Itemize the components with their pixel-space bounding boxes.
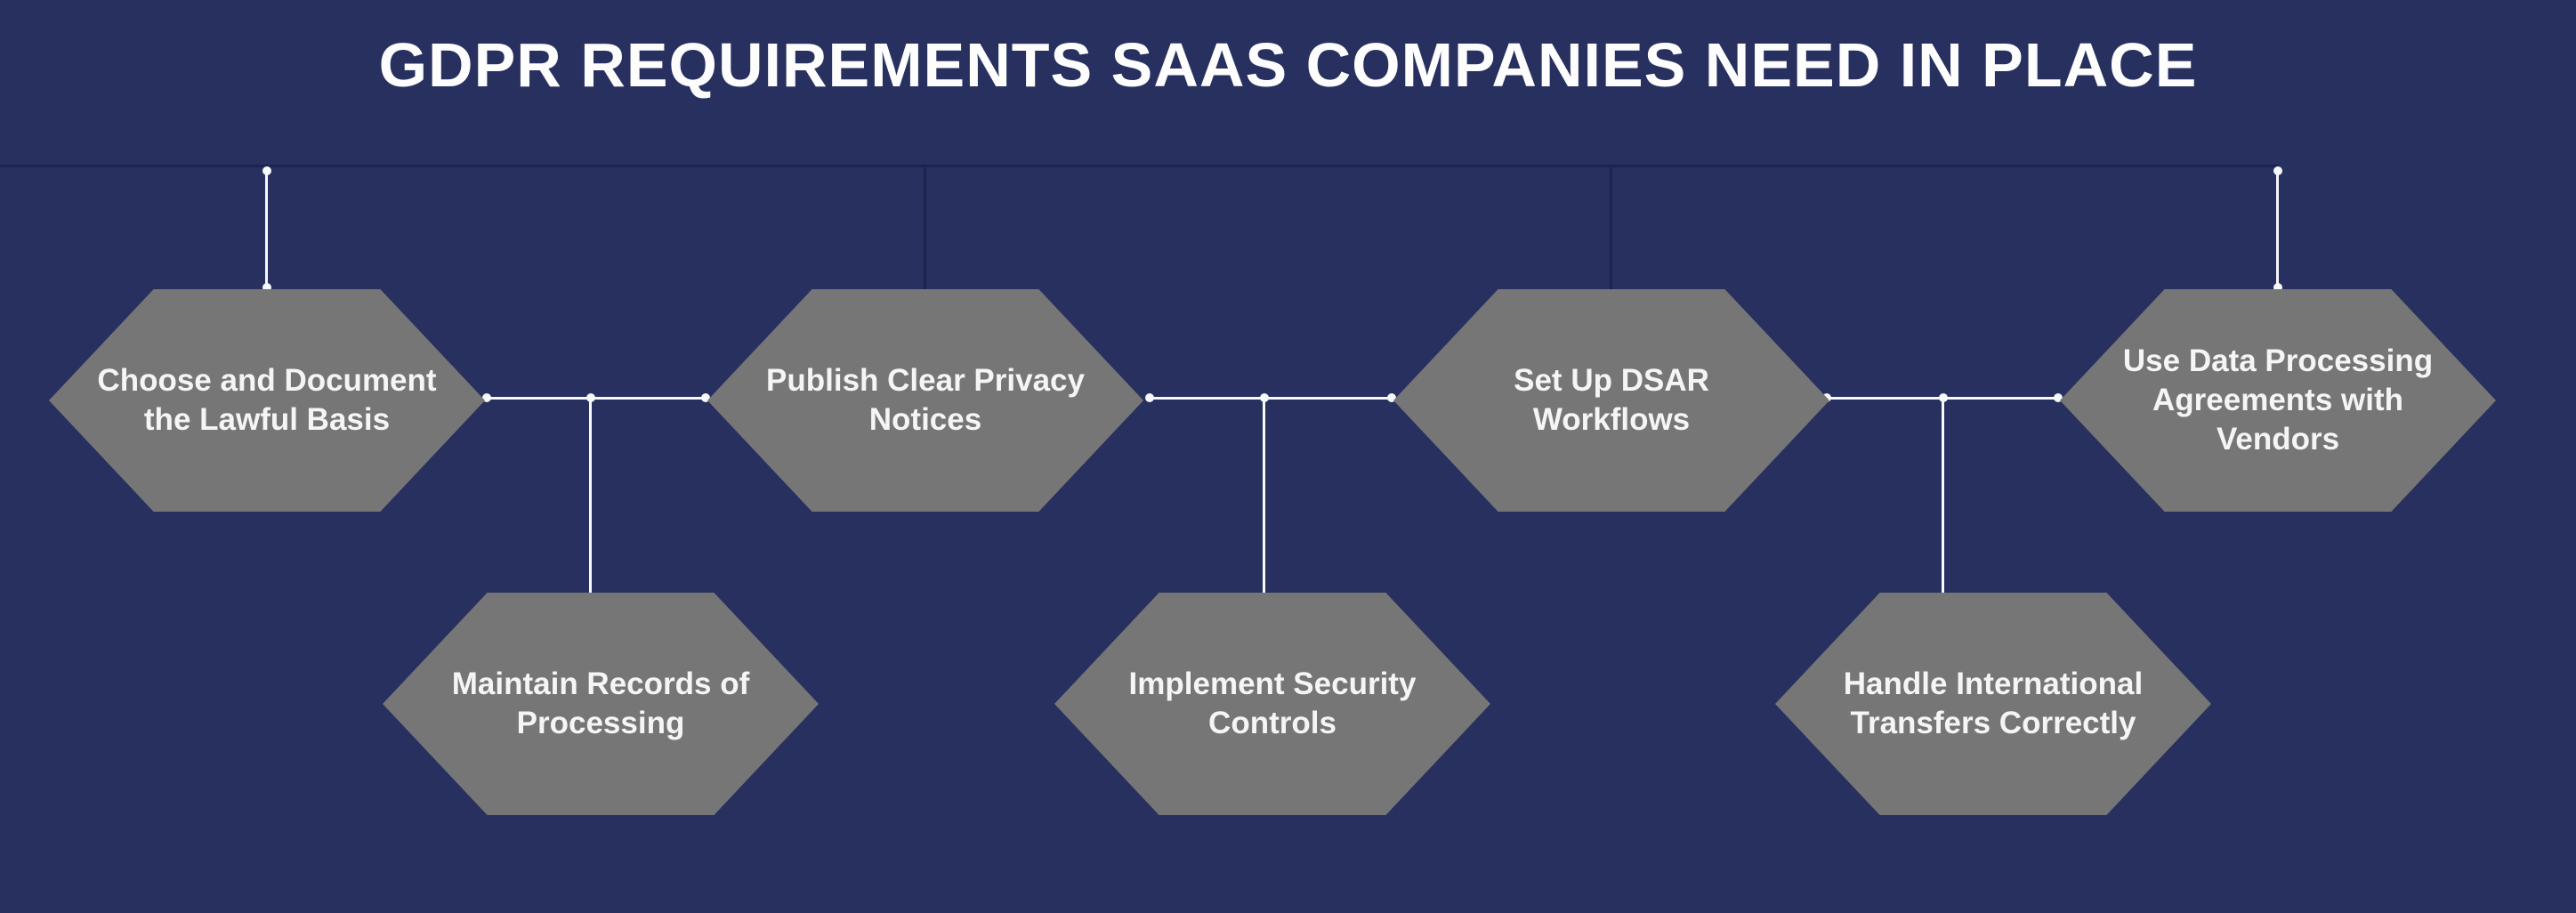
hexagon-records-of-processing: Maintain Records of Processing <box>383 593 819 815</box>
hexagon-privacy-notices: Publish Clear Privacy Notices <box>707 289 1143 512</box>
connector-dot <box>586 393 595 402</box>
drop-line-records-of-processing <box>589 399 592 593</box>
connector-dot <box>701 393 710 402</box>
dark-drop-line-privacy-notices <box>924 166 926 290</box>
hexagon-label: Set Up DSAR Workflows <box>1514 363 1709 437</box>
page-title: GDPR REQUIREMENTS SAAS COMPANIES NEED IN… <box>378 30 2198 100</box>
connector-dot <box>482 393 491 402</box>
connector-line-hex2-hex3 <box>1148 397 1393 400</box>
hexagon-label: Choose and Document the Lawful Basis <box>97 363 437 437</box>
hexagon-label: Publish Clear Privacy Notices <box>766 363 1085 437</box>
hexagon-label: Maintain Records of Processing <box>451 667 750 740</box>
connector-dot <box>2273 166 2282 175</box>
hexagon-label: Implement Security Controls <box>1128 667 1417 740</box>
dark-drop-line-dsar-workflows <box>1610 166 1612 290</box>
hexagon-choose-lawful-basis: Choose and Document the Lawful Basis <box>49 289 485 512</box>
hexagon-security-controls: Implement Security Controls <box>1054 593 1490 815</box>
connector-dot <box>1145 393 1154 402</box>
connector-dot <box>1387 393 1396 402</box>
connector-dot <box>262 283 271 292</box>
connector-dot <box>262 166 271 175</box>
hexagon-international-transfers: Handle International Transfers Correctly <box>1775 593 2211 815</box>
drop-line-security-controls <box>1263 399 1265 593</box>
hexagon-label: Handle International Transfers Correctly <box>1843 667 2144 740</box>
drop-line-international-transfers <box>1942 399 1944 593</box>
hexagon-dpa-vendors: Use Data Processing Agreements with Vend… <box>2060 289 2496 512</box>
hexagon-label: Use Data Processing Agreements with Vend… <box>2122 343 2434 456</box>
connector-dot <box>1939 393 1948 402</box>
connector-dot <box>2054 393 2063 402</box>
connector-dot <box>2273 283 2282 292</box>
connector-line-hex1-hex2 <box>485 397 707 400</box>
white-drop-line-dpa-vendors <box>2276 170 2279 289</box>
top-horizontal-connector-line <box>0 165 2280 167</box>
connector-dot <box>1260 393 1269 402</box>
hexagon-dsar-workflows: Set Up DSAR Workflows <box>1393 289 1829 512</box>
white-drop-line-choose-lawful-basis <box>265 170 268 289</box>
